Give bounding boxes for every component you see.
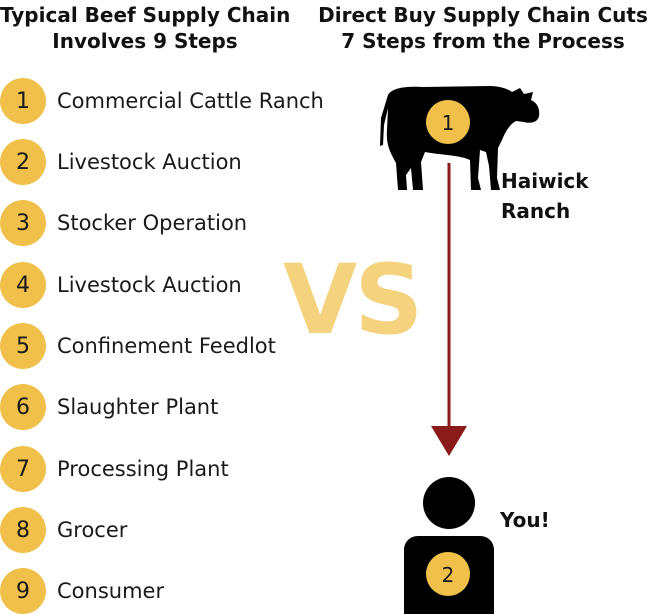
ranch-label-line-1: Haiwick xyxy=(501,169,589,193)
step-6: 6 Slaughter Plant xyxy=(0,384,218,430)
step-8: 8 Grocer xyxy=(0,507,127,553)
step-label: Grocer xyxy=(57,518,128,542)
step-label: Livestock Auction xyxy=(57,273,242,297)
step-badge: 8 xyxy=(0,507,46,553)
step-badge: 3 xyxy=(0,200,46,246)
step-2: 2 Livestock Auction xyxy=(0,139,242,185)
step-3: 3 Stocker Operation xyxy=(0,200,247,246)
step-4: 4 Livestock Auction xyxy=(0,262,242,308)
step-badge: 5 xyxy=(0,323,46,369)
consumer-badge xyxy=(426,552,470,596)
left-heading-line-2: Involves 9 Steps xyxy=(52,29,238,53)
left-heading-line-1: Typical Beef Supply Chain xyxy=(0,3,291,27)
step-badge: 7 xyxy=(0,446,46,492)
step-badge: 2 xyxy=(0,139,46,185)
step-badge: 6 xyxy=(0,384,46,430)
ranch-badge xyxy=(426,100,470,144)
right-heading: Direct Buy Supply Chain Cuts 7 Steps fro… xyxy=(316,2,650,54)
left-heading: Typical Beef Supply Chain Involves 9 Ste… xyxy=(0,2,290,54)
step-badge: 1 xyxy=(0,78,46,124)
step-label: Processing Plant xyxy=(57,457,229,481)
step-label: Consumer xyxy=(57,579,165,603)
step-badge: 9 xyxy=(0,568,46,614)
step-label: Stocker Operation xyxy=(57,211,248,235)
step-1: 1 Commercial Cattle Ranch xyxy=(0,78,324,124)
consumer-badge-number: 2 xyxy=(442,563,455,587)
arrow-down-icon xyxy=(431,163,467,456)
step-5: 5 Confinement Feedlot xyxy=(0,323,276,369)
step-label: Slaughter Plant xyxy=(57,395,219,419)
right-heading-line-2: 7 Steps from the Process xyxy=(341,29,625,53)
consumer-label: You! xyxy=(500,508,550,532)
step-label: Commercial Cattle Ranch xyxy=(57,89,324,113)
vs-label: VS xyxy=(283,244,423,356)
step-badge: 4 xyxy=(0,262,46,308)
step-7: 7 Processing Plant xyxy=(0,446,229,492)
ranch-label: Haiwick Ranch xyxy=(501,166,589,226)
step-9: 9 Consumer xyxy=(0,568,164,614)
right-heading-line-1: Direct Buy Supply Chain Cuts xyxy=(318,3,648,27)
ranch-badge-number: 1 xyxy=(442,111,455,135)
ranch-label-line-2: Ranch xyxy=(501,199,571,223)
step-label: Livestock Auction xyxy=(57,150,242,174)
step-label: Confinement Feedlot xyxy=(57,334,276,358)
